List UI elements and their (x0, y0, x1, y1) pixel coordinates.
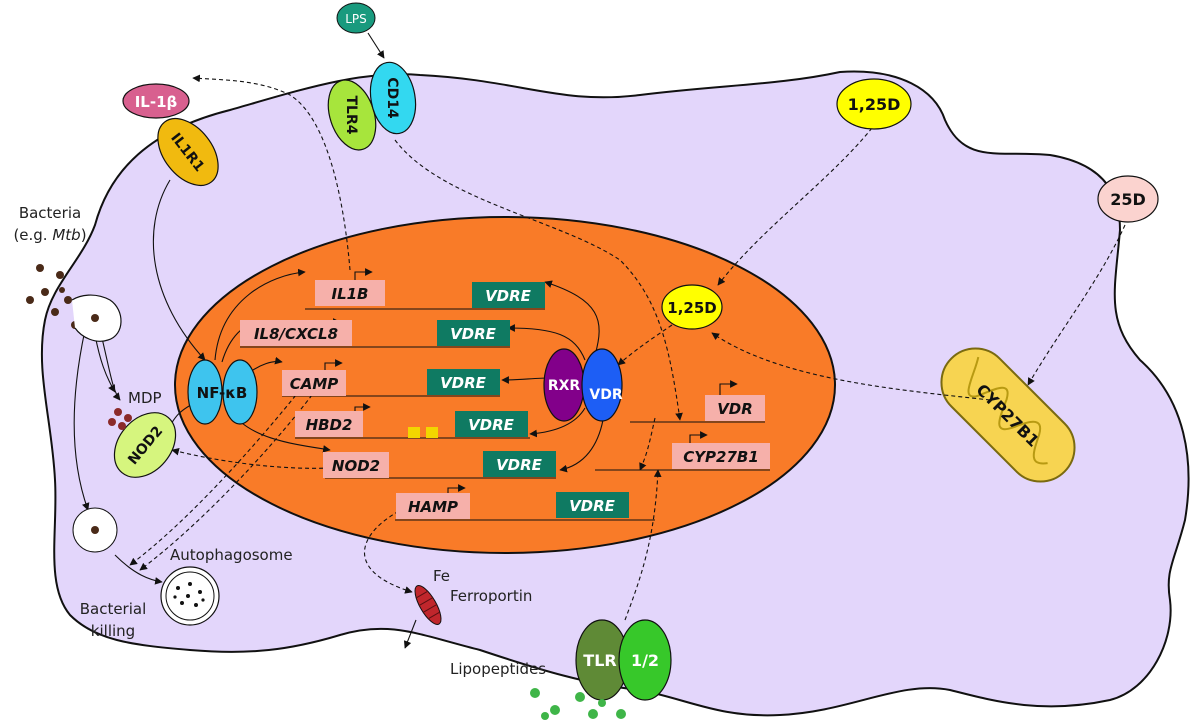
vitd-125d-nucleus-label: 1,25D (667, 299, 716, 317)
vdre-box: VDRE (483, 451, 556, 477)
lipopeptide-dots (530, 688, 626, 720)
vitd-25d-label: 25D (1110, 190, 1146, 209)
vdre-label: VDRE (569, 497, 616, 515)
rxr-label: RXR (548, 378, 581, 394)
vdr-protein (581, 348, 623, 422)
gene-camp: CAMP (282, 370, 346, 396)
bacteria-label-pre: (e.g. (13, 226, 52, 244)
ferroportin (414, 585, 442, 625)
cd14-receptor: CD14 (369, 61, 417, 135)
lps-molecule: LPS (336, 2, 376, 34)
arrow-vdr-to-vdre1 (544, 280, 600, 356)
gene-hbd2-label: HBD2 (306, 416, 353, 434)
gene-cyp27b1: CYP27B1 (672, 443, 770, 469)
gene-vdr-label: VDR (717, 400, 753, 418)
gene-il1b-label: IL1B (331, 285, 368, 303)
vdre-label: VDRE (496, 456, 543, 474)
vdre-label: VDRE (485, 287, 532, 305)
gene-hbd2: HBD2 (295, 411, 363, 437)
vdre-label: VDRE (450, 325, 497, 343)
gene-camp-label: CAMP (290, 375, 339, 393)
arrow-vdr-to-vdre2 (507, 324, 586, 361)
vdre-box: VDRE (556, 492, 629, 518)
cd14-label: CD14 (384, 77, 400, 119)
bacterium-entering (91, 314, 99, 322)
gene-nod2: NOD2 (323, 452, 389, 478)
lps-label: LPS (345, 12, 367, 26)
mrna-square (408, 427, 420, 438)
phagosome-bacterium (91, 526, 99, 534)
tlr4-label: TLR4 (343, 96, 359, 135)
nfkb-label: NF-κB (197, 384, 248, 402)
vitd-125d-extracellular: 1,25D (836, 78, 912, 130)
tlr-12-label: 1/2 (631, 651, 659, 670)
vdr-protein-label: VDR (589, 387, 622, 403)
arrow-hamp-to-ferroportin (364, 507, 413, 594)
gene-vdr: VDR (705, 395, 765, 421)
tlr-label: TLR (583, 651, 616, 670)
rxr-vdr-heterodimer: RXR VDR (543, 348, 623, 422)
tlr4-receptor: TLR4 (327, 79, 377, 151)
autophagosome-label: Autophagosome (170, 546, 293, 564)
vdre-box: VDRE (437, 320, 510, 346)
arrow-25d-to-mito (1027, 224, 1126, 386)
bacteria-label-post: ) (81, 226, 87, 244)
lipopeptides-label: Lipopeptides (450, 660, 546, 678)
arrow-vdr-to-vdre4 (529, 407, 586, 438)
arrow-camp-to-autophagosome-2 (139, 394, 313, 571)
gene-il8-label: IL8/CXCL8 (254, 325, 338, 343)
arrow-bacteria-to-phagosome (73, 329, 90, 511)
vdre-box: VDRE (455, 411, 528, 437)
vdre-label: VDRE (440, 374, 487, 392)
bacterial-killing-label-line1: Bacterial (80, 600, 147, 618)
vdre-box: VDRE (472, 282, 545, 308)
tlr12-receptor: TLR 1/2 (575, 619, 672, 701)
bacteria-extracellular (26, 264, 79, 329)
gene-nod2-label: NOD2 (332, 457, 380, 475)
gene-cyp27b1-label: CYP27B1 (683, 448, 759, 466)
arrow-tlr4-to-vdr (394, 139, 683, 421)
arrow-tlr12-to-cyp27b1 (624, 469, 662, 621)
arrow-125d-to-vdr (617, 324, 673, 366)
mitochondrion: CYP27B1 (940, 347, 1076, 483)
vdre-label: VDRE (468, 416, 515, 434)
bacteria-label-line1: Bacteria (19, 204, 81, 222)
bacterial-killing-label-line2: killing (91, 622, 135, 640)
arrow-vdr-to-vdre5 (559, 419, 604, 473)
dashed-arrows (129, 74, 1126, 621)
gene-hamp-label: HAMP (408, 498, 458, 516)
mdp-label: MDP (128, 389, 162, 407)
autophagosome (160, 566, 220, 626)
arrow-phagosome-to-autophagosome (114, 554, 163, 585)
arrow-lps-to-cd14 (367, 32, 385, 59)
arrow-mito-to-125d (711, 332, 991, 401)
vitd-125d-nucleus: 1,25D (661, 284, 723, 330)
arrow-nod2-gene-to-protein (171, 447, 331, 469)
nucleus (174, 216, 836, 554)
arrow-nfkb-to-il1b (214, 268, 306, 361)
ferroportin-label: Ferroportin (450, 587, 532, 605)
nfkb-complex: NF-κB (187, 359, 258, 425)
arrow-il1b-secretion (192, 74, 351, 271)
il1b-protein: IL-1β (122, 83, 190, 119)
il1b-protein-label: IL-1β (135, 93, 178, 111)
arrow-vdr-to-cyp27b1-branch (639, 417, 656, 471)
mdp-molecules (108, 408, 132, 430)
mrna-square (426, 427, 438, 438)
vdre-box: VDRE (427, 369, 500, 395)
arrow-il1r1-to-nfkb (152, 179, 206, 361)
gene-il8: IL8/CXCL8 (240, 320, 352, 346)
arrow-ferroportin-out (403, 619, 417, 649)
bacteria-label-line2: (e.g. Mtb) (13, 226, 86, 244)
gene-il1b: IL1B (315, 280, 385, 306)
gene-hamp: HAMP (396, 493, 470, 519)
vitd-25d: 25D (1097, 175, 1159, 223)
tlr-light (618, 619, 672, 701)
fe-label: Fe (433, 567, 450, 585)
bacteria-label-mtb: Mtb (52, 226, 80, 244)
vitd-125d-extracellular-label: 1,25D (848, 95, 901, 114)
il1r1-receptor: IL1R1 (157, 118, 219, 186)
